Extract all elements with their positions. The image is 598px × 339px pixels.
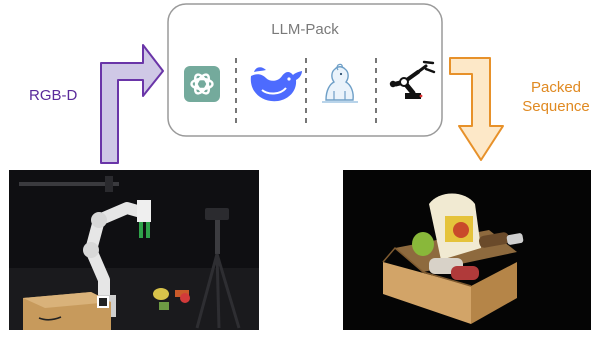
robot-arm-gripper-icon [389,60,436,99]
polar-bear-icon [322,63,358,103]
output-label: Packed Sequence [514,78,598,116]
output-label-line: Packed [530,79,582,96]
deepseek-whale-icon [250,67,302,102]
input-arrow [100,44,164,164]
robot-scene-photo [9,170,259,330]
output-arrow [449,57,504,161]
module-title: LLM-Pack [271,21,339,38]
packed-box-illustration [343,170,591,330]
packed-box-photo [343,170,591,330]
chatgpt-logo-icon [184,66,220,102]
input-label: RGB-D [29,87,78,104]
robot-scene-illustration [9,170,259,330]
output-label-line: Sequence [522,98,590,115]
